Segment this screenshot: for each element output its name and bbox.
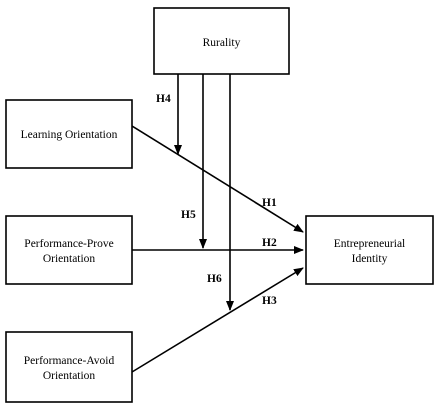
rurality-label: Rurality [203, 37, 241, 49]
entrepreneurial-identity-label-line2: Identity [352, 253, 388, 265]
performance-prove-box: Performance-Prove Orientation [5, 215, 133, 285]
performance-avoid-label-line2: Orientation [43, 370, 96, 382]
performance-avoid-label-line1: Performance-Avoid [24, 355, 115, 367]
entrepreneurial-identity-box: Entrepreneurial Identity [305, 215, 434, 285]
h3-arrow [131, 267, 304, 373]
learning-orientation-label: Learning Orientation [21, 129, 118, 141]
performance-prove-label-line2: Orientation [43, 253, 96, 265]
rurality-box: Rurality [153, 7, 290, 75]
h3-label: H3 [262, 295, 277, 307]
h6-label: H6 [207, 273, 222, 285]
h2-label: H2 [262, 237, 277, 249]
entrepreneurial-identity-label-line1: Entrepreneurial [334, 238, 406, 250]
h1-label: H1 [262, 197, 277, 209]
h4-label: H4 [156, 93, 171, 105]
h5-label: H5 [181, 209, 196, 221]
performance-prove-label-line1: Performance-Prove [24, 238, 113, 250]
learning-orientation-box: Learning Orientation [5, 99, 133, 169]
performance-avoid-box: Performance-Avoid Orientation [5, 331, 133, 403]
h1-arrow [131, 125, 304, 233]
